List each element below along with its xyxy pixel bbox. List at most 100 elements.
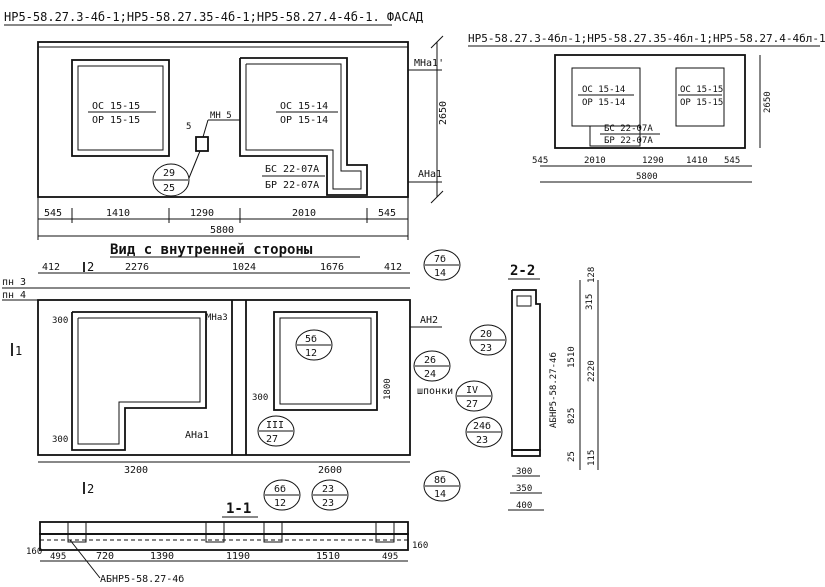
facade-main-win-left-top: ОС 15-15 [92,101,140,112]
facade-main-window-right [239,57,368,196]
fs-win-left-bot: ОР 15-14 [582,98,625,108]
callout-7b14: 7б 14 [423,249,461,281]
d1800: 1800 [383,378,393,400]
facade-main-window-left-inner [77,65,164,151]
fs-door-top: БС 22-07А [604,124,653,134]
callout-circle [311,479,349,511]
d300-c: 300 [252,393,268,403]
sec11-label: АБНР5-58.27-4б [100,573,184,585]
callout-iii27: III 27 [257,415,295,447]
callout-den: 14 [434,489,446,500]
inner-opening-left [71,311,207,451]
callout-den: 23 [476,435,488,446]
callout-24b23: 24б 23 [465,416,503,448]
dim-0: 545 [44,208,62,219]
sec22-dim-2220: 2220 [587,360,597,382]
callout-2624: 26 24 [413,350,451,382]
callout-circle [465,416,503,448]
callout-den: 23 [322,498,334,509]
mn5-box [195,136,209,152]
inner-opening-right [273,311,378,411]
callout-num: 6б [274,483,286,495]
callout-den: 27 [466,399,478,410]
callout-num: 26 [424,355,436,366]
sec22-dim-115: 115 [587,450,597,466]
callout-den: 12 [305,348,317,359]
pn4-label: пн 4 [2,290,26,301]
sec22-w-300: 300 [516,467,532,477]
callout-den: 27 [266,434,278,445]
callout-num: 23 [322,484,334,495]
an2-label: АН2 [420,315,438,326]
callout-circle [263,479,301,511]
section-mark-2-bot: 2 [87,482,94,496]
circle-leader [188,150,201,179]
callout-den: 14 [434,268,446,279]
inner-panel [37,299,411,456]
section-mark-1-left: 1 [15,344,22,358]
fs-height: 2650 [763,91,773,113]
inner-opening-right-inner [279,317,372,405]
dim-tick [430,190,444,204]
dim-1: 1410 [106,208,130,219]
callout-num: 20 [480,329,492,340]
callout-8b14: 8б 14 [423,470,461,502]
callout-6b12: 6б 12 [263,479,301,511]
callout-num: 8б [434,474,446,486]
ana1-inner-label: АНа1 [185,430,209,441]
sec11-dim-1: 720 [96,551,114,562]
mn5-leader [202,119,209,138]
circle-den: 25 [163,183,175,194]
fs-dim-2: 1290 [642,156,664,166]
bot-dim-0: 3200 [124,465,148,476]
sec22-profile [511,289,541,451]
facade-main-window-left [71,59,170,157]
sec11-title: 1-1 [226,501,251,517]
facade-main-door-top: БС 22-07А [265,164,319,175]
fs-dim-4: 545 [724,156,740,166]
sec22-dim-825: 825 [567,408,577,424]
top-dim-4: 412 [384,262,402,273]
sec11-pier [375,521,395,543]
sec11-dim-4: 1510 [316,551,340,562]
sec22-title: 2-2 [510,263,535,279]
facade-small-panel [554,54,746,149]
callout-iv27: IV 27 [455,380,493,412]
callout-num: 24б [473,420,491,432]
facade-main: НР5-58.27.3-4б-1;НР5-58.27.35-4б-1;НР5-5… [4,10,449,240]
callout-den: 23 [480,343,492,354]
fs-dim-0: 545 [532,156,548,166]
callout-circle [257,415,295,447]
callout-circle [423,249,461,281]
circle-num: 29 [163,168,175,179]
facade-small-title: НР5-58.27.3-4бл-1;НР5-58.27.35-4бл-1;НР5… [468,32,825,45]
section-2-2: 2-2 АБНР5-58.27-4б 128 315 1510 2220 825… [508,263,599,511]
sec22-top-block [516,295,532,307]
fs-dim-1: 2010 [584,156,606,166]
dim-3: 2010 [292,208,316,219]
sec22-w-400: 400 [516,501,532,511]
section-1-1: 1-1 495 720 1390 1190 1510 495 160 160 А… [26,501,428,585]
facade-main-title: НР5-58.27.3-4б-1;НР5-58.27.35-4б-1;НР5-5… [4,10,424,24]
dim-4: 545 [378,208,396,219]
facade-main-win-right-top: ОС 15-14 [280,101,328,112]
dim-5: 5 [186,122,191,132]
callout-den: 24 [424,369,436,380]
sec11-dim-2: 1390 [150,551,174,562]
sec11-dim-3: 1190 [226,551,250,562]
fs-door-bot: БР 22-07А [604,136,653,146]
sec11-left-160: 160 [26,547,42,557]
facade-main-window-right-inner [245,63,362,190]
sec11-dim-0: 495 [50,552,66,562]
fs-win-left-top: ОС 15-14 [582,85,625,95]
mna3-label: МНа3 [206,313,228,323]
section-mark-2-top: 2 [87,260,94,274]
callout-den: 12 [274,498,286,509]
sec22-dim-128: 128 [587,267,597,283]
dim-tick [430,35,444,49]
inner-view-title: Вид с внутренней стороны [110,242,313,258]
sec11-leader [69,539,101,579]
facade-small: НР5-58.27.3-4бл-1;НР5-58.27.35-4бл-1;НР5… [468,32,825,183]
sec22-dim-25: 25 [567,451,577,462]
